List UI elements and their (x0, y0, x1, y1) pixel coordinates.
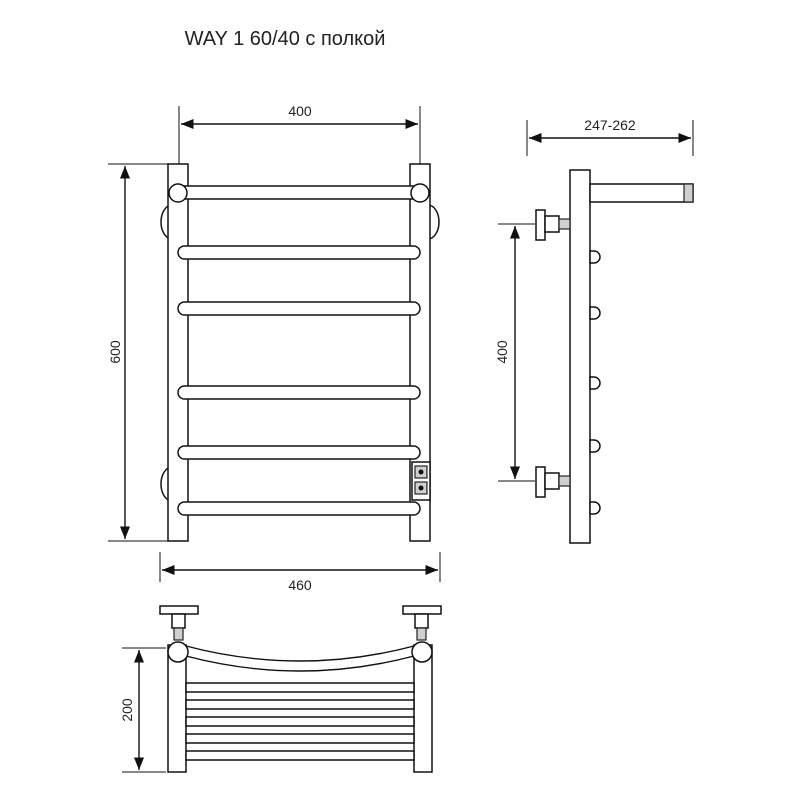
dimension-label-460: 460 (288, 577, 312, 593)
bracket-stem (558, 475, 571, 487)
bracket-stem (558, 218, 571, 230)
dimension-side-depth: 247-262 (526, 117, 694, 156)
dimension-front-height: 600 (107, 163, 168, 542)
rung-cap (589, 250, 601, 264)
rung-cap (589, 376, 601, 390)
shelf-ball-end (411, 641, 433, 663)
bottom-rungs (185, 682, 415, 761)
bottom-right-rail (413, 644, 433, 773)
rung (177, 385, 421, 400)
dimension-side-connection: 400 (494, 223, 535, 482)
mount-body (414, 613, 429, 629)
shelf-bar (177, 185, 421, 200)
connector-pin (418, 469, 424, 475)
left-post (167, 163, 189, 542)
bracket-body (544, 215, 560, 233)
right-wall-mount (402, 605, 442, 641)
side-post (569, 169, 591, 544)
front-view: 400 600 (107, 103, 441, 593)
side-rung-caps (589, 250, 601, 515)
rung-cap (589, 306, 601, 320)
mount-body (171, 613, 186, 629)
rung-cap (589, 501, 601, 515)
bracket-flange (535, 209, 546, 241)
dimension-label-600: 600 (107, 340, 123, 364)
upper-wall-bracket (535, 209, 571, 241)
bracket-flange (535, 466, 546, 498)
rung (177, 501, 421, 516)
shelf-arm (589, 183, 694, 203)
bracket-body (544, 472, 560, 490)
front-rungs (177, 245, 421, 516)
left-wall-mount (159, 605, 199, 641)
heater-connector (411, 461, 431, 501)
dimension-front-width: 400 (178, 103, 421, 165)
shelf-curve-outer (185, 645, 415, 662)
dimension-bottom-depth: 200 (119, 647, 166, 773)
rung (185, 733, 415, 744)
shelf-ball-end (168, 183, 188, 203)
shelf-curve-inner (185, 655, 415, 672)
rung (177, 301, 421, 316)
drawing-title: WAY 1 60/40 с полкой (184, 28, 386, 50)
rung (177, 445, 421, 460)
connector-pin (418, 485, 424, 491)
shelf-arm-cap (683, 183, 694, 203)
rung (185, 750, 415, 761)
side-view: 247-262 (494, 117, 694, 544)
shelf-ball-end (410, 183, 430, 203)
bottom-view: 200 (119, 605, 442, 773)
bottom-left-rail (167, 644, 187, 773)
dimension-label-400: 400 (288, 103, 312, 119)
rung (185, 682, 415, 693)
rung (185, 699, 415, 710)
rung (177, 245, 421, 260)
dimension-label-247-262: 247-262 (584, 117, 636, 133)
dimension-label-400-side: 400 (494, 340, 510, 364)
mount-stem (416, 627, 427, 641)
rung (185, 716, 415, 727)
dimension-front-overall-width: 460 (159, 552, 441, 593)
dimension-label-200: 200 (119, 698, 135, 722)
shelf-ball-end (167, 641, 189, 663)
lower-wall-bracket (535, 466, 571, 498)
mount-flange (402, 605, 442, 615)
rung-cap (589, 439, 601, 453)
mount-flange (159, 605, 199, 615)
mount-stem (173, 627, 184, 641)
